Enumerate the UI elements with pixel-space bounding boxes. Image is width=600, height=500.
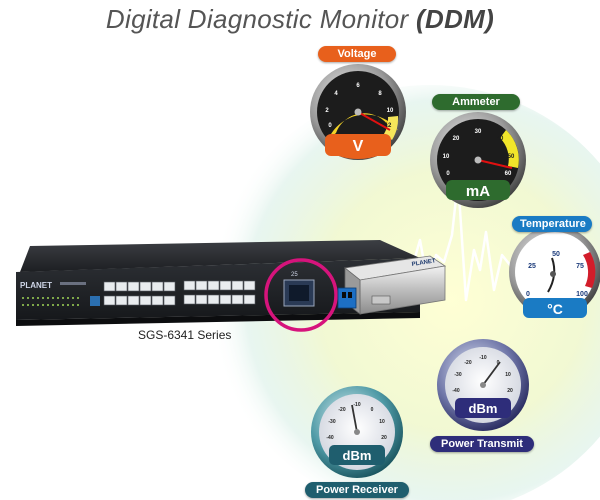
power-receiver-gauge: dBm -40 -30 -20 -10 0 10 20 xyxy=(311,386,403,478)
voltage-unit: V xyxy=(353,138,364,155)
power-transmit-needle xyxy=(482,361,501,386)
ammeter-tick: 60 xyxy=(505,171,512,177)
ammeter-tick: 10 xyxy=(443,154,450,160)
power-transmit-tick: -20 xyxy=(464,360,471,366)
ammeter-tick: 30 xyxy=(475,129,482,135)
title-bold: (DDM) xyxy=(416,4,495,34)
power-transmit-unit: dBm xyxy=(469,401,498,416)
power-receiver-needle xyxy=(351,404,358,433)
temperature-tick: 100 xyxy=(576,291,588,298)
power-receiver-tick: 20 xyxy=(381,435,387,441)
power-receiver-tick: 0 xyxy=(371,407,374,413)
power-transmit-label: Power Transmit xyxy=(430,436,534,452)
power-receiver-tick: -30 xyxy=(328,419,335,425)
power-receiver-tick: -20 xyxy=(338,407,345,413)
power-transmit-tick: -40 xyxy=(452,388,459,394)
ammeter-needle xyxy=(477,159,513,169)
power-transmit-tick: -10 xyxy=(479,355,486,361)
temperature-unit: °C xyxy=(547,301,563,317)
temperature-tick: 75 xyxy=(576,263,584,270)
power-receiver-tick: -10 xyxy=(353,402,360,408)
power-transmit-gauge: dBm -40 -30 -20 -10 0 10 20 xyxy=(437,339,529,431)
ammeter-tick: 40 xyxy=(497,136,504,142)
voltage-tick: 4 xyxy=(334,91,338,97)
power-receiver-tick: -40 xyxy=(326,435,333,441)
power-transmit-tick: 0 xyxy=(497,360,500,366)
power-transmit-tick: 10 xyxy=(505,372,511,378)
voltage-gauge: V 0 2 4 6 8 10 12 xyxy=(310,64,406,160)
switch-brand-logo: PLANET xyxy=(20,281,52,290)
ammeter-tick: 20 xyxy=(453,136,460,142)
temperature-tick: 50 xyxy=(552,251,560,258)
power-transmit-tick: -30 xyxy=(454,372,461,378)
ammeter-tick: 50 xyxy=(508,154,515,160)
temperature-gauge: °C 0 25 50 75 100 xyxy=(509,226,600,318)
sfp-module: PLANET xyxy=(337,255,447,315)
temperature-tick: 0 xyxy=(526,291,530,298)
device-series-label: SGS-6341 Series xyxy=(138,328,232,342)
status-leds xyxy=(22,297,79,306)
temperature-tick: 25 xyxy=(528,263,536,270)
ammeter-label: Ammeter xyxy=(432,94,520,110)
power-receiver-tick: 10 xyxy=(379,419,385,425)
power-transmit-tick: 20 xyxy=(507,388,513,394)
voltage-tick: 10 xyxy=(387,108,394,114)
power-receiver-label: Power Receiver xyxy=(305,482,409,498)
voltage-needle xyxy=(357,111,391,131)
port-number-label: 25 xyxy=(291,272,298,278)
title-main: Digital Diagnostic Monitor xyxy=(105,4,417,34)
power-receiver-unit: dBm xyxy=(343,448,372,463)
sfp-brand-label: PLANET xyxy=(411,258,436,268)
page-title: Digital Diagnostic Monitor (DDM) xyxy=(0,4,600,35)
ammeter-tick: 0 xyxy=(446,171,450,177)
voltage-tick: 2 xyxy=(325,108,329,114)
voltage-tick: 8 xyxy=(378,91,382,97)
voltage-tick: 6 xyxy=(356,83,360,89)
voltage-tick: 0 xyxy=(328,123,332,129)
ammeter-gauge: mA 0 10 20 30 40 50 60 xyxy=(430,112,526,208)
voltage-label: Voltage xyxy=(318,46,396,62)
temperature-label: Temperature xyxy=(512,216,592,232)
ammeter-unit: mA xyxy=(466,183,490,200)
sfp-highlight-circle xyxy=(264,258,338,332)
switch-device: PLANET xyxy=(16,240,420,326)
voltage-tick: 12 xyxy=(385,123,392,129)
